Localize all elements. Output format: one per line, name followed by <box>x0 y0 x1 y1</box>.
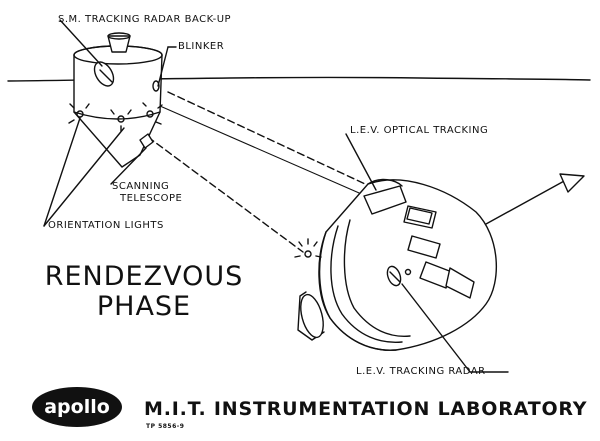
label-scanning: SCANNING <box>112 181 170 192</box>
sight-line <box>167 91 379 191</box>
apollo-logo: apollo <box>32 387 122 427</box>
apollo-spacecraft <box>294 173 585 351</box>
title-line-2: PHASE <box>96 291 192 322</box>
label-orientation-lights: ORIENTATION LIGHTS <box>48 220 164 231</box>
leader-line <box>110 147 147 185</box>
label-blinker: BLINKER <box>178 41 225 52</box>
sight-line <box>159 105 367 197</box>
label-lev-optical-tracking: L.E.V. OPTICAL TRACKING <box>350 125 489 136</box>
label-sm-tracking-radar: S.M. TRACKING RADAR BACK-UP <box>58 14 232 25</box>
leader-line <box>43 117 81 227</box>
leader-line <box>345 133 377 191</box>
label-lev-tracking-radar: L.E.V. TRACKING RADAR <box>356 366 486 377</box>
lab-name: M.I.T. INSTRUMENTATION LABORATORY <box>144 398 588 420</box>
leader-line <box>59 19 103 67</box>
label-telescope: TELESCOPE <box>120 193 183 204</box>
tp-number: TP 5856-9 <box>146 423 185 430</box>
leader-line <box>43 127 125 227</box>
leader-line <box>157 46 169 87</box>
title-line-1: RENDEZVOUS <box>44 261 244 292</box>
leader-line <box>401 283 471 373</box>
target-vehicle <box>68 32 163 168</box>
sight-line <box>147 136 304 253</box>
